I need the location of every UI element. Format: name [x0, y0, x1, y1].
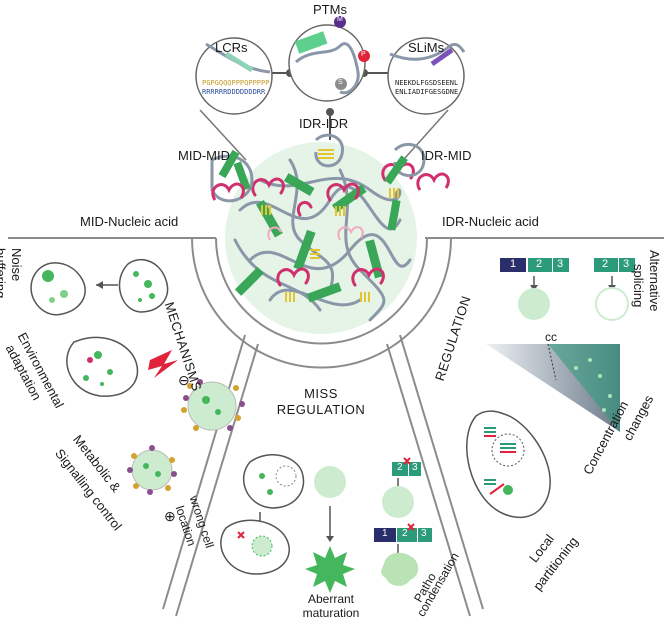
idr-nucleic-acid-label: IDR-Nucleic acid: [442, 214, 539, 229]
regulation-illustrations: [466, 258, 635, 519]
exon-label-a-1: 1: [510, 258, 517, 270]
exon-label-b-3: 3: [623, 258, 630, 270]
interaction-complexes: [210, 133, 450, 203]
lcr-sequence-2: RRRRRRDDDDDDDRR: [202, 88, 266, 96]
exon-label-a-2: 2: [536, 258, 543, 270]
mid-nucleic-acid-label: MID-Nucleic acid: [80, 214, 179, 229]
slim-sequence-1: NEEKDLFGSDSEENL: [395, 79, 459, 87]
cc-label: cc: [545, 330, 557, 344]
miss-regulation-line-1: MISS: [304, 386, 338, 401]
exon-label-top-3: 3: [412, 462, 418, 473]
exon-label-bottom-3: 3: [421, 528, 427, 539]
idr-idr-label: IDR-IDR: [299, 116, 349, 131]
section-dividers: [8, 237, 664, 617]
miss-regulation-line-2: REGULATION: [276, 402, 366, 417]
exon-label-top-2: 2: [397, 462, 403, 473]
mechanisms-illustrations: [30, 259, 245, 495]
ptm-mark-p: P: [361, 51, 366, 58]
slim-sequence-2: ENLIADIFGESGDNE: [395, 88, 459, 96]
ptm-mark-m: M: [337, 16, 343, 23]
aberrant-maturation-line-1: Aberrant: [307, 592, 355, 606]
noise-buffering-line-2: buffering: [0, 248, 8, 299]
lcr-sequence-1: PGPGQQQPPPQPPPPP: [202, 79, 270, 87]
missregulation-illustrations: [220, 454, 432, 593]
lcrs-label: LCRs: [215, 40, 248, 55]
exon-label-bottom-1: 1: [382, 528, 388, 539]
plus-icon: ⊕: [164, 508, 176, 524]
exon-label-a-3: 3: [557, 258, 564, 270]
minus-icon: ⊖: [178, 372, 190, 388]
exon-label-bottom-2: 2: [402, 528, 408, 539]
mid-mid-label: MID-MID: [178, 148, 230, 163]
slims-label: SLiMs: [408, 40, 445, 55]
idr-mid-label: IDR-MID: [421, 148, 472, 163]
alternative-splicing-line-2: splicing: [631, 264, 646, 308]
alternative-splicing-line-1: Alternative: [647, 250, 662, 312]
ptm-mark-s: S: [338, 79, 343, 86]
central-condensate: [225, 142, 417, 334]
exon-label-b-2: 2: [602, 258, 609, 270]
ptms-label: PTMs: [313, 2, 347, 17]
top-zoom-circles: [195, 16, 466, 161]
noise-buffering-line-1: Noise: [9, 248, 24, 282]
aberrant-maturation-line-2: maturation: [302, 606, 360, 620]
